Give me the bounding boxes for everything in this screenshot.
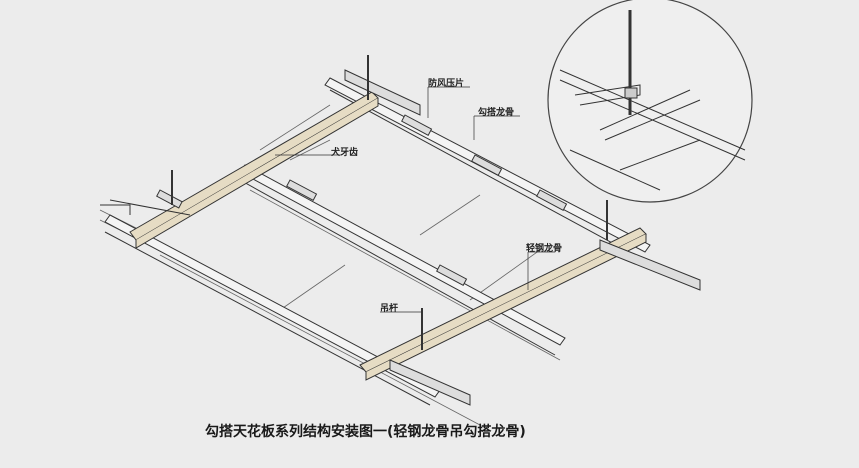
leader-lines [275, 86, 555, 313]
label-light-steel-keel: 轻钢龙骨 [526, 244, 563, 254]
diagram-caption: 勾搭天花板系列结构安装图一(轻钢龙骨吊勾搭龙骨) [205, 424, 526, 440]
light-steel-keels [129, 91, 647, 381]
label-hook-keel: 勾搭龙骨 [478, 108, 515, 118]
steel-channels [109, 69, 701, 406]
wind-clips [156, 114, 568, 286]
label-dog-tooth: 犬牙齿 [331, 148, 359, 158]
panel-grid [99, 104, 561, 426]
label-hanger-rod: 吊杆 [380, 304, 399, 314]
detail-circle [547, 0, 753, 203]
label-wind-clip: 防风压片 [428, 79, 465, 89]
hanger-rods [171, 55, 608, 350]
